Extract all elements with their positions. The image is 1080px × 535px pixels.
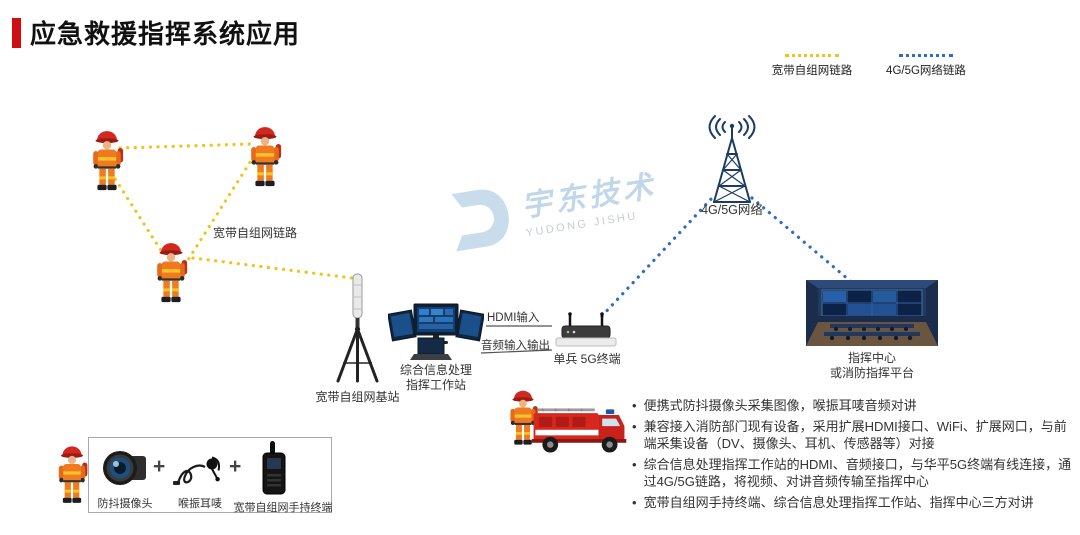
note-text: 综合信息处理指挥工作站的HDMI、音频接口，与华平5G终端有线连接，通过4G/5…	[643, 456, 1072, 490]
bullet-icon: •	[632, 398, 637, 413]
base-station-label: 宽带自组网基站	[315, 390, 400, 404]
note-text: 兼容接入消防部门现有设备，采用扩展HDMI接口、WiFi、扩展网口，与前端采集设…	[643, 418, 1067, 452]
workstation-label-line1: 综合信息处理	[399, 363, 472, 377]
note-item: • 兼容接入消防部门现有设备，采用扩展HDMI接口、WiFi、扩展网口，与前端采…	[632, 418, 1074, 453]
firefighter-icon	[84, 128, 130, 194]
page-title: 应急救援指挥系统应用	[30, 19, 301, 49]
command-center-label-line2: 或消防指挥平台	[829, 365, 914, 380]
note-text: 宽带自组网手持终端、综合信息处理指挥工作站、指挥中心三方对讲	[643, 494, 1034, 510]
adhoc-link-label: 宽带自组网链路	[213, 226, 298, 240]
note-item: • 综合信息处理指挥工作站的HDMI、音频接口，与华平5G终端有线连接，通过4G…	[632, 456, 1074, 491]
handheld-terminal-icon	[262, 441, 286, 495]
cell-tower-icon	[708, 115, 756, 203]
title-accent-bar	[12, 17, 21, 48]
command-center-label: 指挥中心 或消防指挥平台	[806, 351, 938, 380]
adhoc-line-sample-icon	[785, 54, 839, 57]
earmic-label: 喉振耳唛	[178, 498, 222, 510]
workstation-label: 综合信息处理 指挥工作站	[384, 363, 488, 392]
note-item: • 便携式防抖摄像头采集图像，喉振耳唛音频对讲	[632, 397, 1074, 415]
header: 应急救援指挥系统应用	[12, 14, 300, 51]
command-center-label-line1: 指挥中心	[847, 351, 896, 365]
workstation-icon	[388, 303, 484, 360]
workstation-label-line2: 指挥工作站	[405, 377, 466, 392]
command-center-image	[806, 280, 938, 346]
audio-io-label: 音频输入输出	[481, 340, 550, 352]
hdmi-input-label: HDMI输入	[487, 312, 540, 324]
note-text: 便携式防抖摄像头采集图像，喉振耳唛音频对讲	[643, 398, 917, 413]
5g-terminal-icon	[555, 312, 617, 347]
bullet-icon: •	[632, 418, 637, 434]
legend-cellular-label: 4G/5G网络链路	[886, 65, 966, 77]
bullet-icon: •	[632, 456, 637, 472]
legend-item-cellular: 4G/5G网络链路	[872, 54, 980, 78]
plus-sign: +	[229, 455, 242, 478]
ear-mic-icon	[173, 456, 221, 485]
legend-adhoc-label: 宽带自组网链路	[771, 65, 853, 77]
fire-truck-icon	[531, 408, 627, 453]
firefighter-icon	[148, 240, 194, 306]
soldier-terminal-label: 单兵 5G终端	[553, 352, 621, 366]
bullet-icon: •	[632, 494, 637, 510]
watermark-logo: 宇东技术 YUDONG JISHU	[444, 156, 662, 256]
notes-list: • 便携式防抖摄像头采集图像，喉振耳唛音频对讲 • 兼容接入消防部门现有设备，采…	[632, 397, 1074, 514]
firefighter-icon	[242, 124, 288, 190]
kit-firefighter-icon	[50, 444, 94, 506]
base-station-icon	[336, 273, 379, 383]
camera-lens-icon	[103, 451, 146, 485]
adhoc-link-lines	[101, 142, 354, 280]
legend-item-adhoc: 宽带自组网链路	[758, 54, 866, 78]
note-item: • 宽带自组网手持终端、综合信息处理指挥工作站、指挥中心三方对讲	[632, 494, 1074, 512]
camera-label: 防抖摄像头	[97, 498, 153, 510]
cellular-line-sample-icon	[899, 54, 953, 57]
logo-d-icon	[451, 189, 509, 252]
handheld-label: 宽带自组网手持终端	[233, 502, 333, 514]
network-label: 4G/5G网络	[701, 203, 763, 217]
plus-sign: +	[153, 455, 166, 478]
